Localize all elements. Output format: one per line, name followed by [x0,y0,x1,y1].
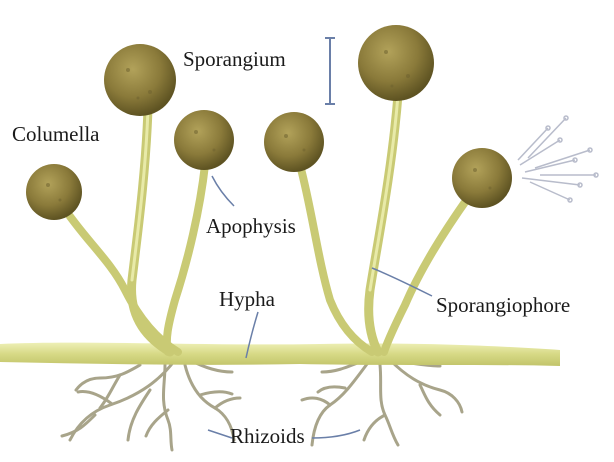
sporangium-right-burst [452,148,512,208]
label-columella: Columella [12,122,100,146]
label-sporangium: Sporangium [183,47,286,71]
label-sporangiophore: Sporangiophore [436,293,570,317]
rhizoids-left [62,360,240,450]
apophysis-leader [212,176,234,206]
label-hypha: Hypha [219,287,276,311]
rhizoids-leader-left [208,430,232,438]
label-rhizoids: Rhizoids [230,424,305,448]
rhizoids-leader-right [312,430,360,438]
rhizoids-right [302,360,462,445]
sporangium-right-tall [358,25,434,101]
label-apophysis: Apophysis [206,214,296,238]
released-spores [518,116,598,202]
hypha-stolon [0,343,560,366]
sporangium-left-tall [104,44,176,116]
sporangium-right-mid [264,112,324,172]
sporangium-bracket [325,38,335,104]
sporangium-left-mid [174,110,234,170]
sporangium-left-low [26,164,82,220]
